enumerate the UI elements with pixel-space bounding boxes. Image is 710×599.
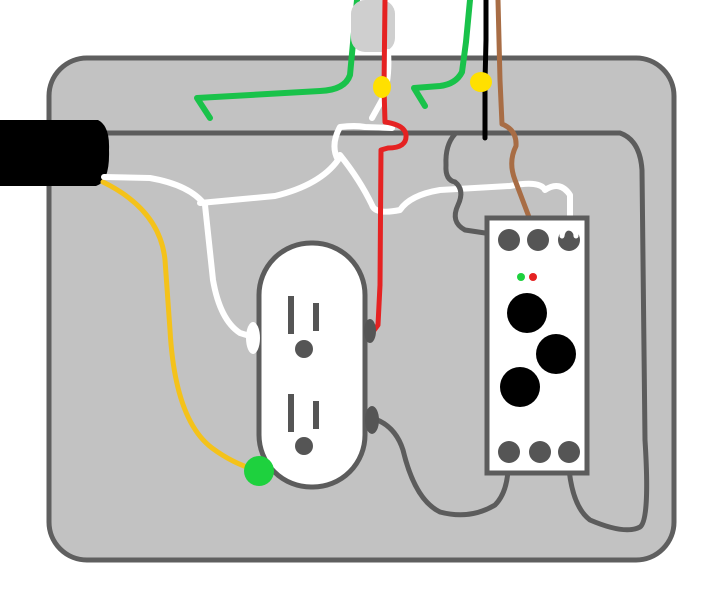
- smart-switch-icon: [484, 215, 590, 476]
- switch-button: [507, 293, 547, 333]
- hot-wire-black: [482, 0, 489, 141]
- hot-wire-red: [369, 0, 409, 336]
- indicator-led-red: [529, 273, 537, 281]
- jumper-wire-top: [102, 130, 650, 533]
- indicator-led-green: [517, 273, 525, 281]
- wire-nut-icon: [470, 72, 492, 92]
- outlet-slot: [288, 296, 294, 334]
- ground-wire-right: [411, 0, 473, 109]
- incoming-cable-left: [0, 120, 110, 186]
- receptacle-terminal-hot: [365, 406, 379, 434]
- neutral-wire-switch-hook: [559, 225, 579, 239]
- neutral-wire-main: [197, 123, 573, 243]
- switch-terminal: [527, 229, 549, 251]
- junction-box-border: [46, 55, 677, 563]
- jumper-wire-receptacle: [369, 415, 511, 518]
- wire-nut-icon: [373, 76, 391, 98]
- switch-terminal: [558, 441, 580, 463]
- receptacle-body: [256, 240, 368, 490]
- switch-terminal: [529, 441, 551, 463]
- outlet-slot: [313, 303, 319, 331]
- switch-terminal: [498, 441, 520, 463]
- outlet-ground-hole: [295, 340, 313, 358]
- receptacle-terminal-neutral: [246, 322, 260, 354]
- switch-button: [500, 367, 540, 407]
- jumper-wire-switch: [443, 131, 508, 239]
- outlet-slot: [313, 401, 319, 429]
- outlet-slot: [288, 394, 294, 432]
- hot-wire-brown: [495, 0, 538, 238]
- switch-terminal: [498, 229, 520, 251]
- switch-button: [536, 334, 576, 374]
- ground-wire-left: [194, 0, 360, 121]
- duplex-outlet-icon: [246, 240, 379, 490]
- ground-screw-icon: [244, 456, 274, 486]
- bond-wire: [100, 179, 263, 474]
- incoming-cable-top: [351, 0, 395, 52]
- receptacle-terminal-hot: [364, 319, 376, 343]
- outlet-ground-hole: [295, 437, 313, 455]
